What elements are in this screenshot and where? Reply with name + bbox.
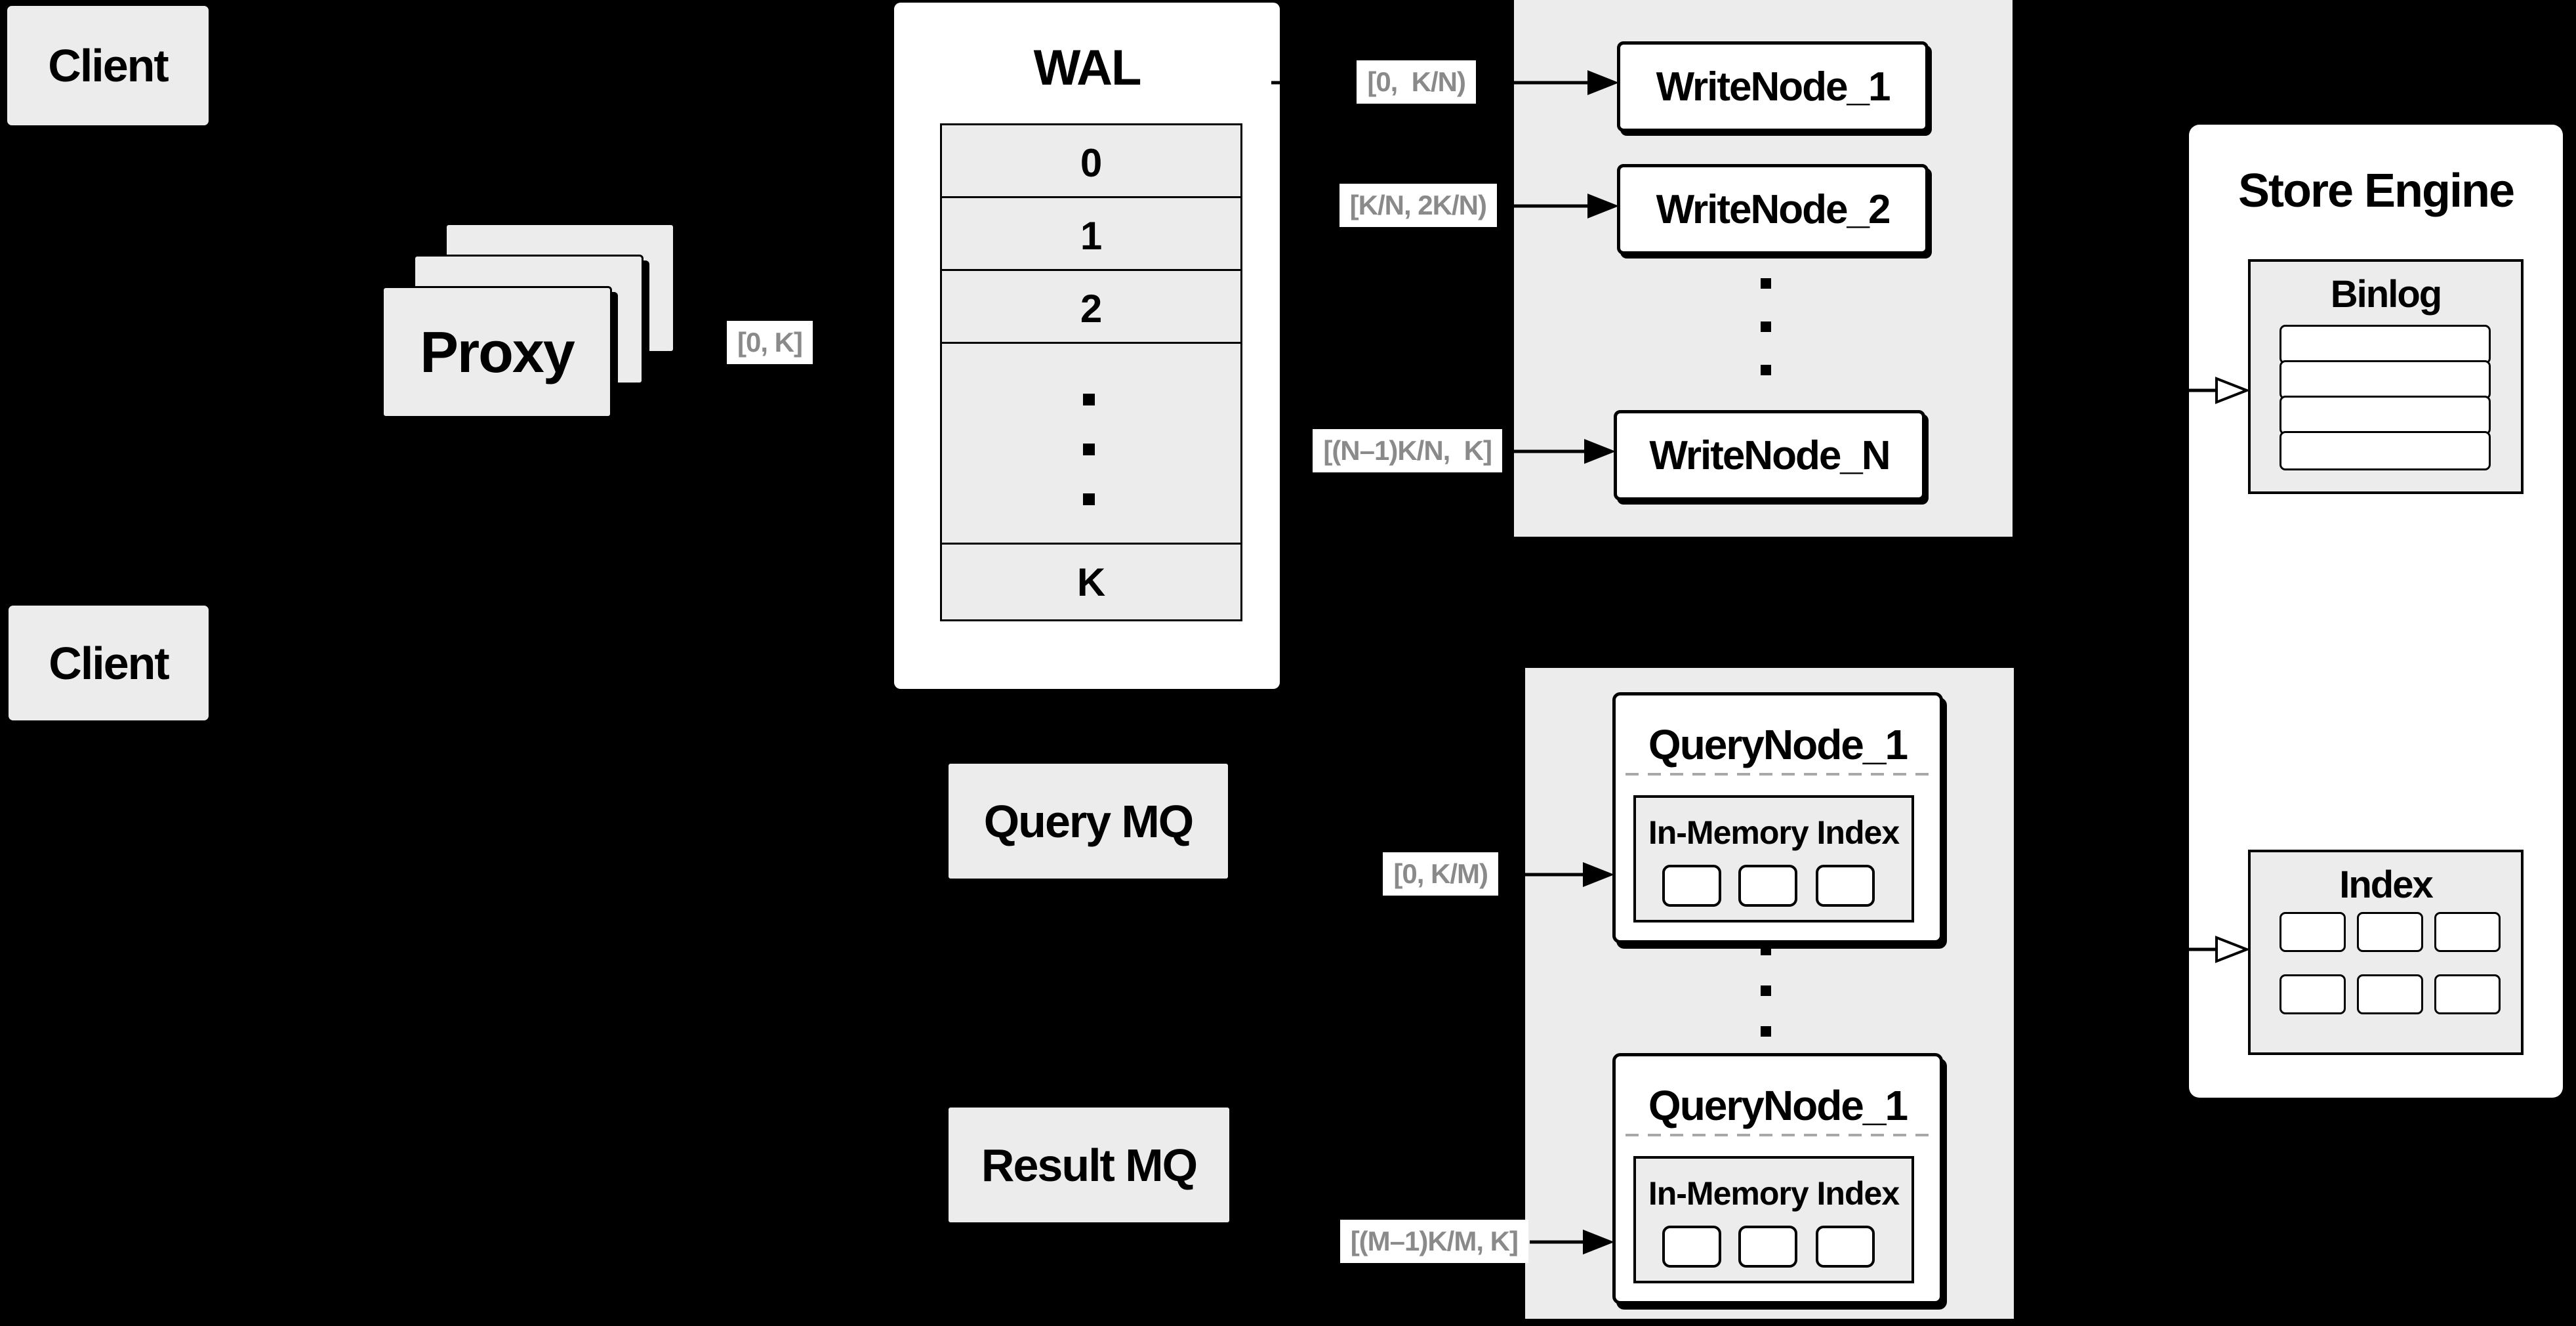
range-label-querynode-1: [0, K/M) xyxy=(1383,852,1498,896)
result-mq-box: Result MQ xyxy=(947,1106,1231,1224)
querynode-bottom-divider xyxy=(1625,1134,1930,1136)
index-cell xyxy=(2434,912,2501,952)
querynode-top-divider xyxy=(1625,773,1930,776)
memory-segment xyxy=(1662,1226,1721,1268)
binlog-box: Binlog xyxy=(2248,259,2524,494)
client-top-label: Client xyxy=(48,40,169,91)
index-cell xyxy=(2434,974,2501,1014)
wal-row-2: 2 xyxy=(940,269,1242,348)
writenode-2-box: WriteNode_2 xyxy=(1617,164,1929,255)
range-label-proxy-out: [0, K] xyxy=(727,321,813,365)
index-cell xyxy=(2280,912,2346,952)
binlog-title: Binlog xyxy=(2330,273,2442,316)
querynode-top-title: QueryNode_1 xyxy=(1648,721,1908,768)
querynode-bottom-box: QueryNode_1 In-Memory Index xyxy=(1612,1053,1943,1304)
query-mq-label: Query MQ xyxy=(983,795,1195,847)
memory-segment xyxy=(1738,865,1797,907)
index-title: Index xyxy=(2339,863,2434,906)
writenode-1-label: WriteNode_1 xyxy=(1656,64,1891,110)
result-mq-label: Result MQ xyxy=(981,1139,1198,1191)
query-mq-box: Query MQ xyxy=(947,762,1230,881)
querynode-top-box: QueryNode_1 In-Memory Index xyxy=(1612,692,1943,943)
wal-ellipsis-icon xyxy=(1083,394,1095,505)
memory-segment xyxy=(1662,865,1721,907)
wal-panel: WAL 0 1 2 K xyxy=(894,3,1280,689)
index-cell xyxy=(2357,974,2423,1014)
writenode-n-box: WriteNode_N xyxy=(1614,410,1925,501)
writenode-1-box: WriteNode_1 xyxy=(1617,41,1929,132)
proxy-box: Proxy xyxy=(382,286,612,418)
index-box: Index xyxy=(2248,850,2524,1055)
binlog-row xyxy=(2280,431,2491,470)
binlog-row xyxy=(2280,325,2491,364)
memory-segment xyxy=(1816,1226,1875,1268)
writenode-ellipsis-icon xyxy=(1761,278,1771,375)
wal-title: WAL xyxy=(1033,40,1142,96)
inmemory-index-top-box: In-Memory Index xyxy=(1633,795,1914,922)
client-top-box: Client xyxy=(5,4,211,127)
range-label-writenode-n: [(N–1)K/N, K] xyxy=(1313,429,1502,473)
index-cell xyxy=(2357,912,2423,952)
binlog-row xyxy=(2280,360,2491,400)
querynode-bottom-title: QueryNode_1 xyxy=(1648,1082,1908,1129)
client-bottom-label: Client xyxy=(49,637,169,689)
wal-row-1: 1 xyxy=(940,196,1242,275)
binlog-row xyxy=(2280,396,2491,435)
range-label-writenode-2: [K/N, 2K/N) xyxy=(1339,184,1497,228)
range-label-writenode-1: [0, K/N) xyxy=(1357,60,1476,104)
store-engine-title: Store Engine xyxy=(2238,165,2515,217)
index-cell xyxy=(2280,974,2346,1014)
store-engine-panel: Store Engine Binlog Index xyxy=(2189,125,2563,1098)
writenode-2-label: WriteNode_2 xyxy=(1656,186,1891,232)
inmemory-index-bottom-title: In-Memory Index xyxy=(1648,1175,1900,1212)
client-bottom-box: Client xyxy=(7,604,211,722)
proxy-label: Proxy xyxy=(420,319,575,384)
memory-segment xyxy=(1738,1226,1797,1268)
memory-segment xyxy=(1816,865,1875,907)
writenode-n-label: WriteNode_N xyxy=(1649,432,1891,478)
querynode-ellipsis-icon xyxy=(1761,945,1771,1037)
inmemory-index-top-title: In-Memory Index xyxy=(1648,814,1900,851)
range-label-querynode-m: [(M–1)K/M, K] xyxy=(1339,1220,1528,1264)
inmemory-index-bottom-box: In-Memory Index xyxy=(1633,1156,1914,1283)
wal-row-0: 0 xyxy=(940,123,1242,202)
wal-row-k: K xyxy=(940,543,1242,621)
